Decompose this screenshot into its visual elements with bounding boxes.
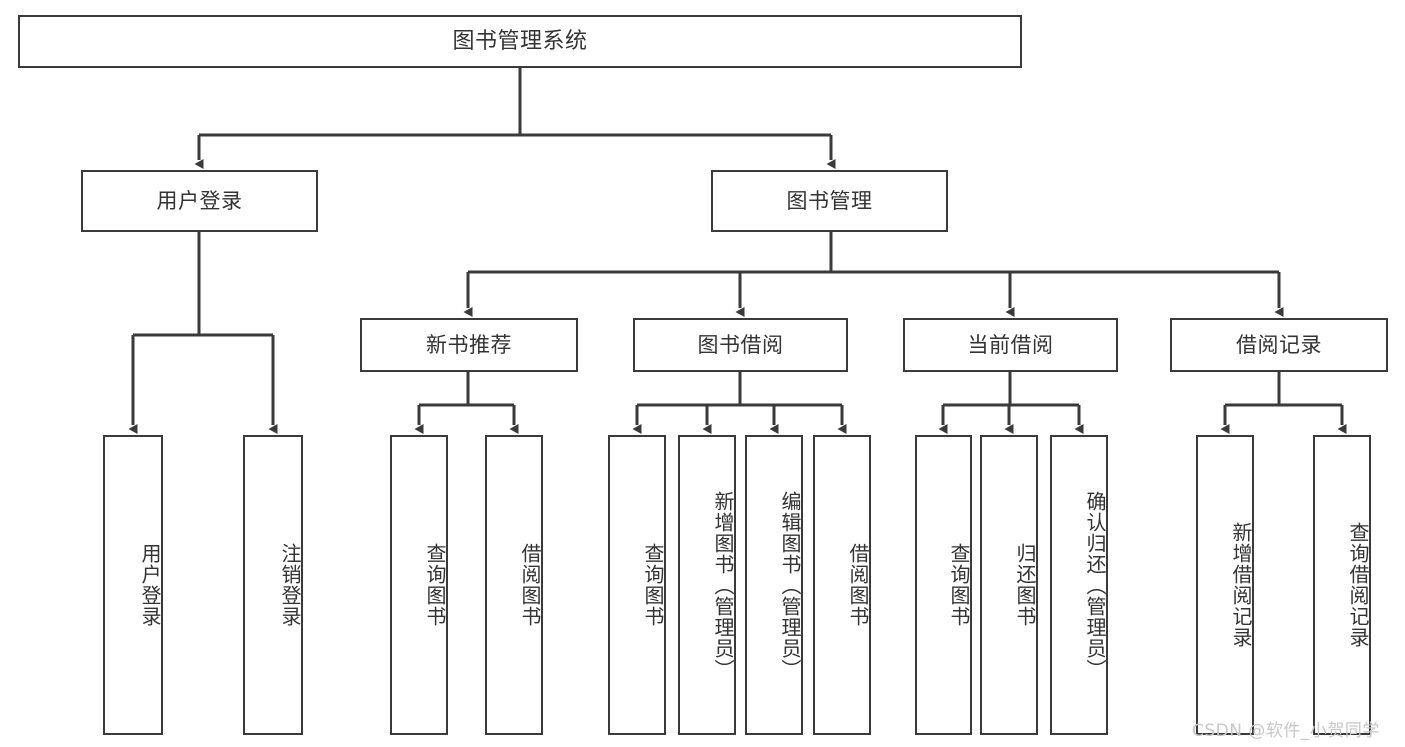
- node-level1-0[interactable]: 用户登录: [81, 170, 318, 232]
- node-leaf-4[interactable]: 查询图书: [608, 435, 666, 735]
- node-level2-3[interactable]: 借阅记录: [1170, 318, 1388, 372]
- node-level2-0[interactable]: 新书推荐: [360, 318, 578, 372]
- node-leaf-10[interactable]: 确认归还（管理员）: [1050, 435, 1108, 735]
- node-leaf-7[interactable]: 借阅图书: [813, 435, 871, 735]
- node-leaf-0[interactable]: 用户登录: [103, 435, 163, 735]
- node-leaf-1[interactable]: 注销登录: [243, 435, 303, 735]
- node-leaf-2[interactable]: 查询图书: [390, 435, 448, 735]
- node-leaf-9[interactable]: 归还图书: [980, 435, 1038, 735]
- node-leaf-8[interactable]: 查询图书: [915, 435, 972, 735]
- node-leaf-6[interactable]: 编辑图书（管理员）: [745, 435, 803, 735]
- node-leaf-12[interactable]: 查询借阅记录: [1313, 435, 1371, 735]
- node-leaf-5[interactable]: 新增图书（管理员）: [678, 435, 736, 735]
- node-level2-1[interactable]: 图书借阅: [633, 318, 848, 372]
- node-leaf-3[interactable]: 借阅图书: [485, 435, 543, 735]
- node-leaf-11[interactable]: 新增借阅记录: [1196, 435, 1254, 735]
- node-level1-1[interactable]: 图书管理: [711, 170, 948, 232]
- node-level2-2[interactable]: 当前借阅: [903, 318, 1118, 372]
- node-root-图书管理系统[interactable]: 图书管理系统: [18, 15, 1022, 68]
